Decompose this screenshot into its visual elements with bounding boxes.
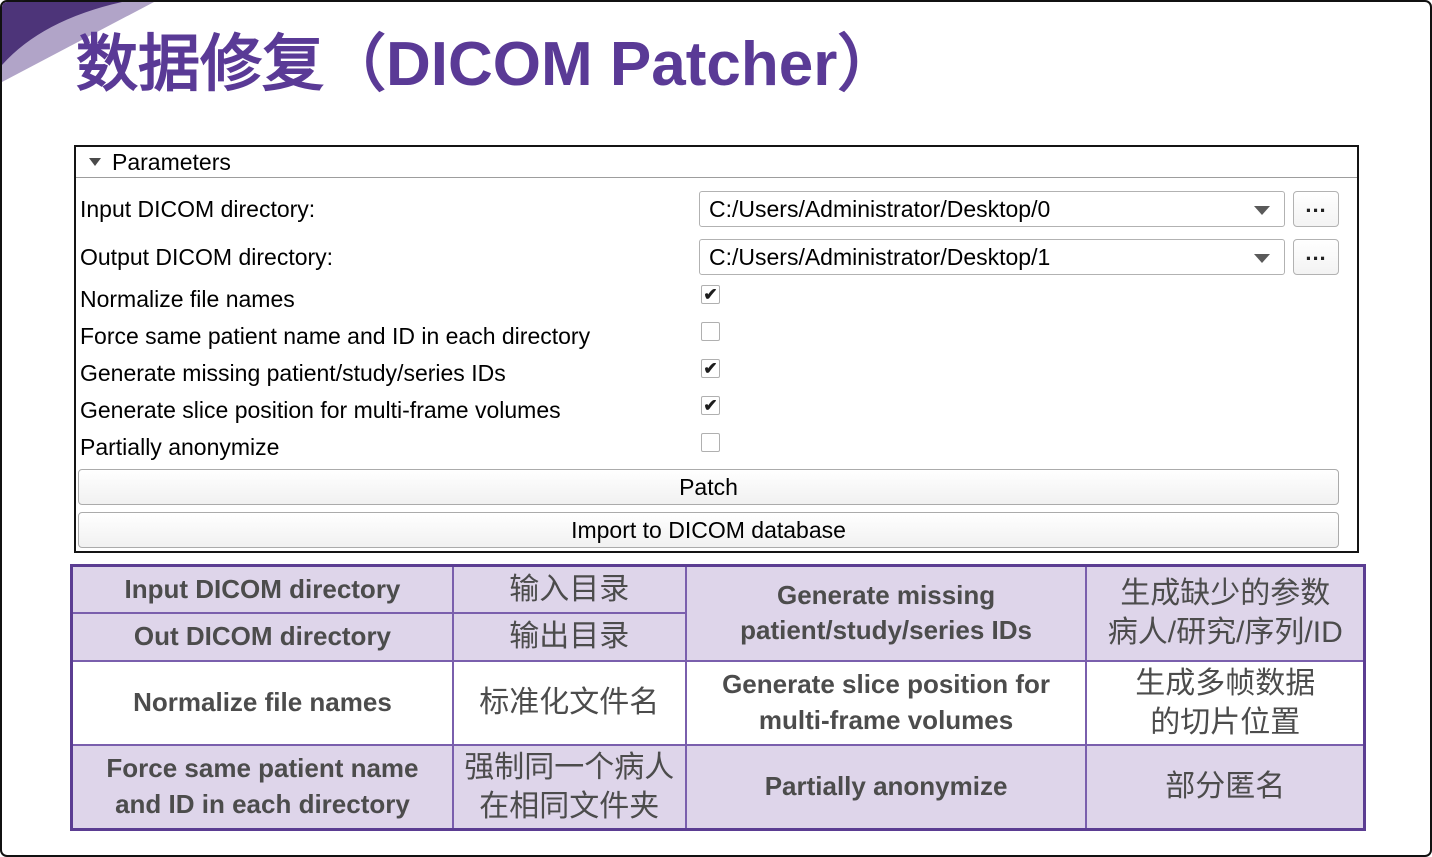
page-title-english: DICOM Patcher [386,30,838,99]
cell-out-dicom-directory-en: Out DICOM directory [70,611,454,662]
partially-anonymize-label: Partially anonymize [80,434,280,460]
cell-force-same-patient-cn: 强制同一个病人 在相同文件夹 [451,743,687,830]
table-row: Out DICOM directory 输出目录 [70,611,1365,662]
cell-force-same-patient-en: Force same patient name and ID in each d… [70,743,454,830]
output-dicom-directory-value: C:/Users/Administrator/Desktop/1 [709,244,1051,270]
cell-input-dicom-directory-cn: 输入目录 [451,564,687,613]
generate-slice-position-checkbox[interactable]: ✔ [701,396,720,415]
partially-anonymize-checkbox[interactable] [701,433,720,452]
input-dicom-directory-label: Input DICOM directory: [80,196,316,222]
force-same-patient-label: Force same patient name and ID in each d… [80,323,591,349]
output-dicom-directory-label: Output DICOM directory: [80,244,334,270]
parameters-body: Input DICOM directory: C:/Users/Administ… [76,178,1357,550]
cell-normalize-file-names-en: Normalize file names [70,659,454,746]
patch-button[interactable]: Patch [78,469,1339,505]
page-title-close-paren: ） [837,30,900,99]
cell-generate-slice-en: Generate slice position for multi-frame … [684,659,1088,746]
corner-swoosh-decoration [2,2,154,82]
page-title: 数据修复（DICOM Patcher） [76,26,899,104]
normalize-file-names-checkbox[interactable]: ✔ [701,285,720,304]
output-directory-browse-button[interactable]: ... [1293,239,1339,275]
cell-generate-slice-cn: 生成多帧数据 的切片位置 [1085,659,1366,746]
cell-input-dicom-directory-en: Input DICOM directory [70,564,454,613]
cell-partially-anonymize-en: Partially anonymize [684,743,1088,830]
parameters-panel: Parameters Input DICOM directory: C:/Use… [74,145,1359,553]
output-dicom-directory-combobox[interactable]: C:/Users/Administrator/Desktop/1 [699,239,1285,275]
page-title-chinese: 数据修复（ [76,30,387,99]
cell-generate-missing-cn: 生成缺少的参数 病人/研究/序列/ID [1085,564,1366,662]
parameters-collapsible-header[interactable]: Parameters [76,147,1357,178]
parameters-header-label: Parameters [112,148,231,175]
force-same-patient-checkbox[interactable] [701,322,720,341]
import-to-dicom-database-button[interactable]: Import to DICOM database [78,512,1339,548]
collapse-triangle-icon [89,158,101,166]
generate-missing-ids-checkbox[interactable]: ✔ [701,359,720,378]
cell-generate-missing-en: Generate missing patient/study/series ID… [684,564,1088,662]
cell-partially-anonymize-cn: 部分匿名 [1085,743,1366,830]
input-directory-browse-button[interactable]: ... [1293,191,1339,227]
table-row: Force same patient name and ID in each d… [70,743,1366,830]
dropdown-arrow-icon[interactable] [1254,206,1270,215]
input-dicom-directory-combobox[interactable]: C:/Users/Administrator/Desktop/0 [699,191,1285,227]
generate-slice-position-label: Generate slice position for multi-frame … [80,397,561,423]
table-row: Input DICOM directory 输入目录 Generate miss… [70,564,1366,662]
dropdown-arrow-icon[interactable] [1254,254,1270,263]
translation-table: Input DICOM directory 输入目录 Generate miss… [70,564,1366,831]
normalize-file-names-label: Normalize file names [80,286,295,312]
input-dicom-directory-value: C:/Users/Administrator/Desktop/0 [709,196,1051,222]
cell-normalize-file-names-cn: 标准化文件名 [451,659,687,746]
generate-missing-ids-label: Generate missing patient/study/series ID… [80,360,506,386]
cell-out-dicom-directory-cn: 输出目录 [451,611,687,662]
table-row: Normalize file names 标准化文件名 Generate sli… [70,659,1366,746]
